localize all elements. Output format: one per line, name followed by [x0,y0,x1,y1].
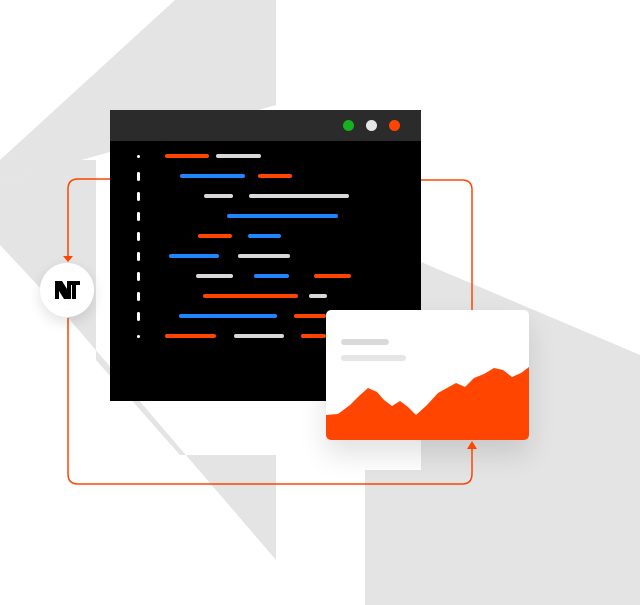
orange-window-dot-icon[interactable] [389,120,400,131]
gutter-dash-icon [137,252,140,261]
white-window-dot-icon[interactable] [366,120,377,131]
code-line-segment [309,294,327,298]
code-line-segment [204,194,233,198]
code-line-segment [301,334,326,338]
editor-titlebar [110,110,421,141]
code-line-segment [165,334,216,338]
gutter-dash-icon [137,172,140,181]
gutter-dash-icon [137,212,140,221]
code-line-segment [254,274,289,278]
area-chart-fill [326,367,529,440]
code-line-segment [165,154,209,158]
nt-logo-badge[interactable] [40,263,94,317]
gutter-dot-icon [137,335,140,338]
code-line-segment [314,274,351,278]
gutter-dash-icon [137,192,140,201]
code-line-segment [203,294,298,298]
nt-logo-icon [55,281,80,299]
code-line-segment [258,174,292,178]
code-line-segment [227,214,338,218]
code-line-segment [180,174,245,178]
code-line-segment [196,274,233,278]
green-window-dot-icon[interactable] [343,120,354,131]
code-line-segment [216,154,261,158]
code-line-segment [198,234,232,238]
code-line-segment [238,254,290,258]
area-chart [326,367,529,440]
code-line-segment [249,194,349,198]
gutter-dash-icon [137,292,140,301]
gutter-dash-icon [137,312,140,321]
background-shape-top [0,0,276,183]
nt-logo-left-shape [55,281,71,299]
nt-logo-right-shape [68,281,80,299]
gutter-dot-icon [137,155,140,158]
gutter-dash-icon [137,272,140,281]
code-line-segment [248,234,281,238]
code-line-segment [294,314,326,318]
gutter-dash-icon [137,232,140,241]
code-line-segment [234,334,284,338]
code-line-segment [169,254,219,258]
code-line-segment [179,314,277,318]
analytics-card [326,310,529,440]
